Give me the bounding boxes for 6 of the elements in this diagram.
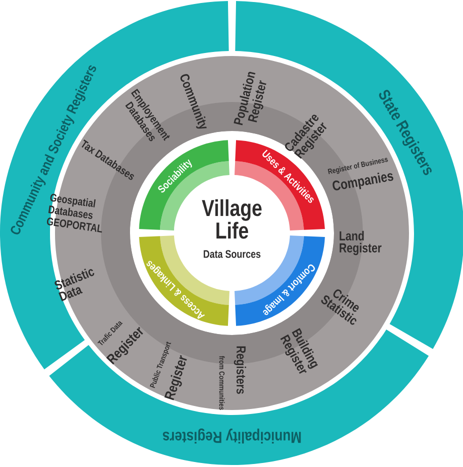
source-label: Statistic Data (54, 268, 94, 302)
source-label: Companies (332, 172, 394, 190)
source-label: Geospatial Databases GEOPORTAL (46, 194, 102, 233)
source-label: Land Register (340, 230, 382, 256)
source-label: Registers (234, 346, 246, 394)
source-label: Population Register (234, 72, 266, 126)
